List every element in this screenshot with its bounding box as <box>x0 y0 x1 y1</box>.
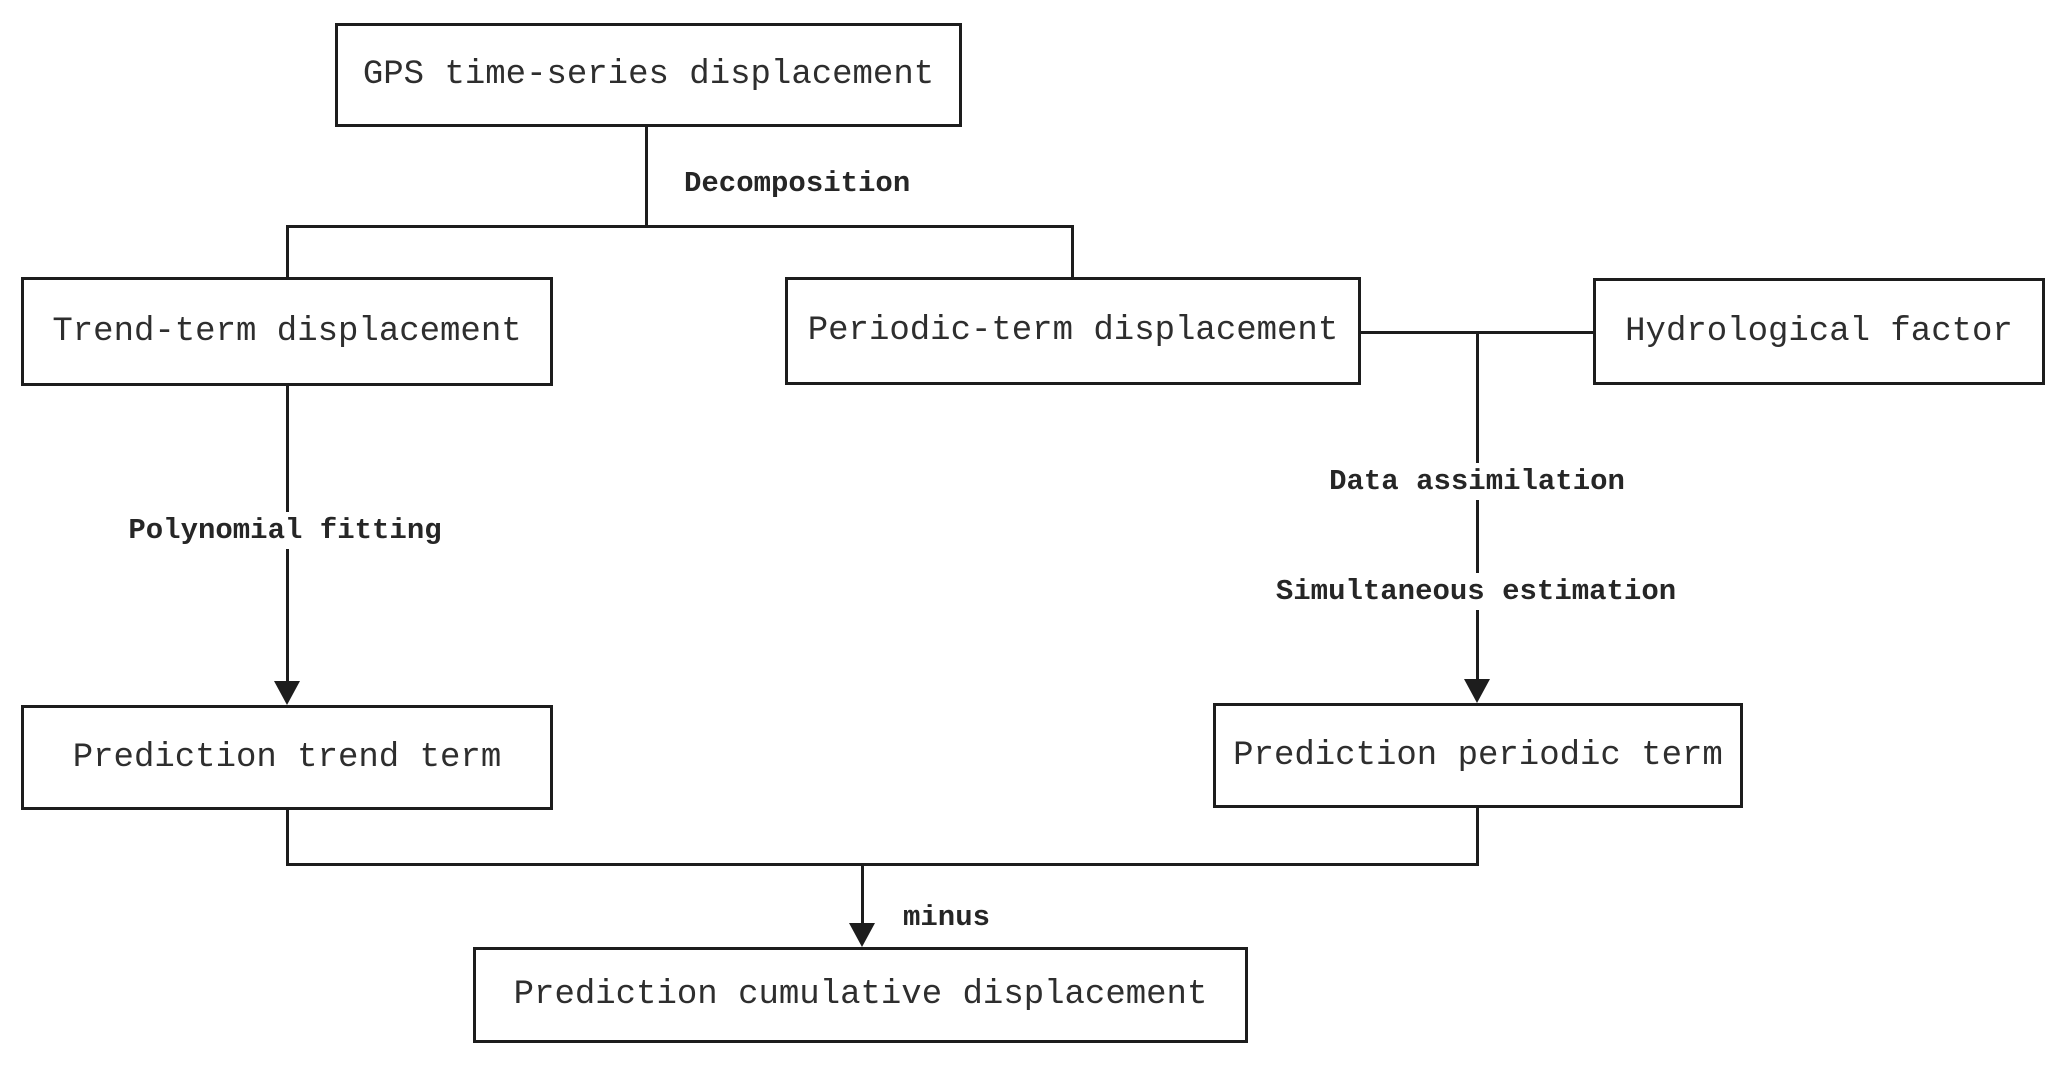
node-hydro-label: Hydrological factor <box>1625 312 2013 351</box>
node-periodic-term-displacement: Periodic-term displacement <box>785 277 1361 385</box>
arrowhead-prediction-periodic <box>1464 679 1490 703</box>
arrowhead-cumulative <box>849 923 875 947</box>
node-trend-label: Trend-term displacement <box>52 312 522 351</box>
edge-branch-drop-left <box>286 225 289 280</box>
node-gps-label: GPS time-series displacement <box>362 56 935 94</box>
node-periodic-label: Periodic-term displacement <box>807 312 1339 350</box>
node-prediction-cumulative-displacement: Prediction cumulative displacement <box>473 947 1248 1043</box>
node-pred-periodic-label: Prediction periodic term <box>1233 736 1723 775</box>
edge-branch-drop-right <box>1071 225 1074 280</box>
arrowhead-prediction-trend <box>274 681 300 705</box>
edge-assimilation-vertical <box>1476 331 1479 681</box>
edge-label-minus: minus <box>895 899 999 936</box>
node-prediction-periodic-term: Prediction periodic term <box>1213 703 1743 808</box>
node-trend-term-displacement: Trend-term displacement <box>21 277 553 386</box>
edge-label-simultaneous-estimation: Simultaneous estimation <box>1267 573 1685 610</box>
edge-merge-to-cumulative <box>861 863 864 925</box>
edge-branch-horizontal <box>286 225 1074 228</box>
node-cumulative-label: Prediction cumulative displacement <box>513 976 1208 1014</box>
node-prediction-trend-term: Prediction trend term <box>21 705 553 810</box>
node-gps-time-series-displacement: GPS time-series displacement <box>335 23 962 127</box>
edge-label-data-assimilation: Data assimilation <box>1321 463 1633 500</box>
edge-label-decomposition: Decomposition <box>676 165 919 202</box>
edge-label-polynomial-fitting: Polynomial fitting <box>120 512 450 549</box>
edge-gps-to-branch <box>645 127 648 228</box>
edge-pred-periodic-down <box>1476 808 1479 866</box>
node-hydrological-factor: Hydrological factor <box>1593 278 2045 385</box>
edge-merge-horizontal <box>286 863 1479 866</box>
node-pred-trend-label: Prediction trend term <box>72 738 502 777</box>
edge-pred-trend-down <box>286 810 289 866</box>
